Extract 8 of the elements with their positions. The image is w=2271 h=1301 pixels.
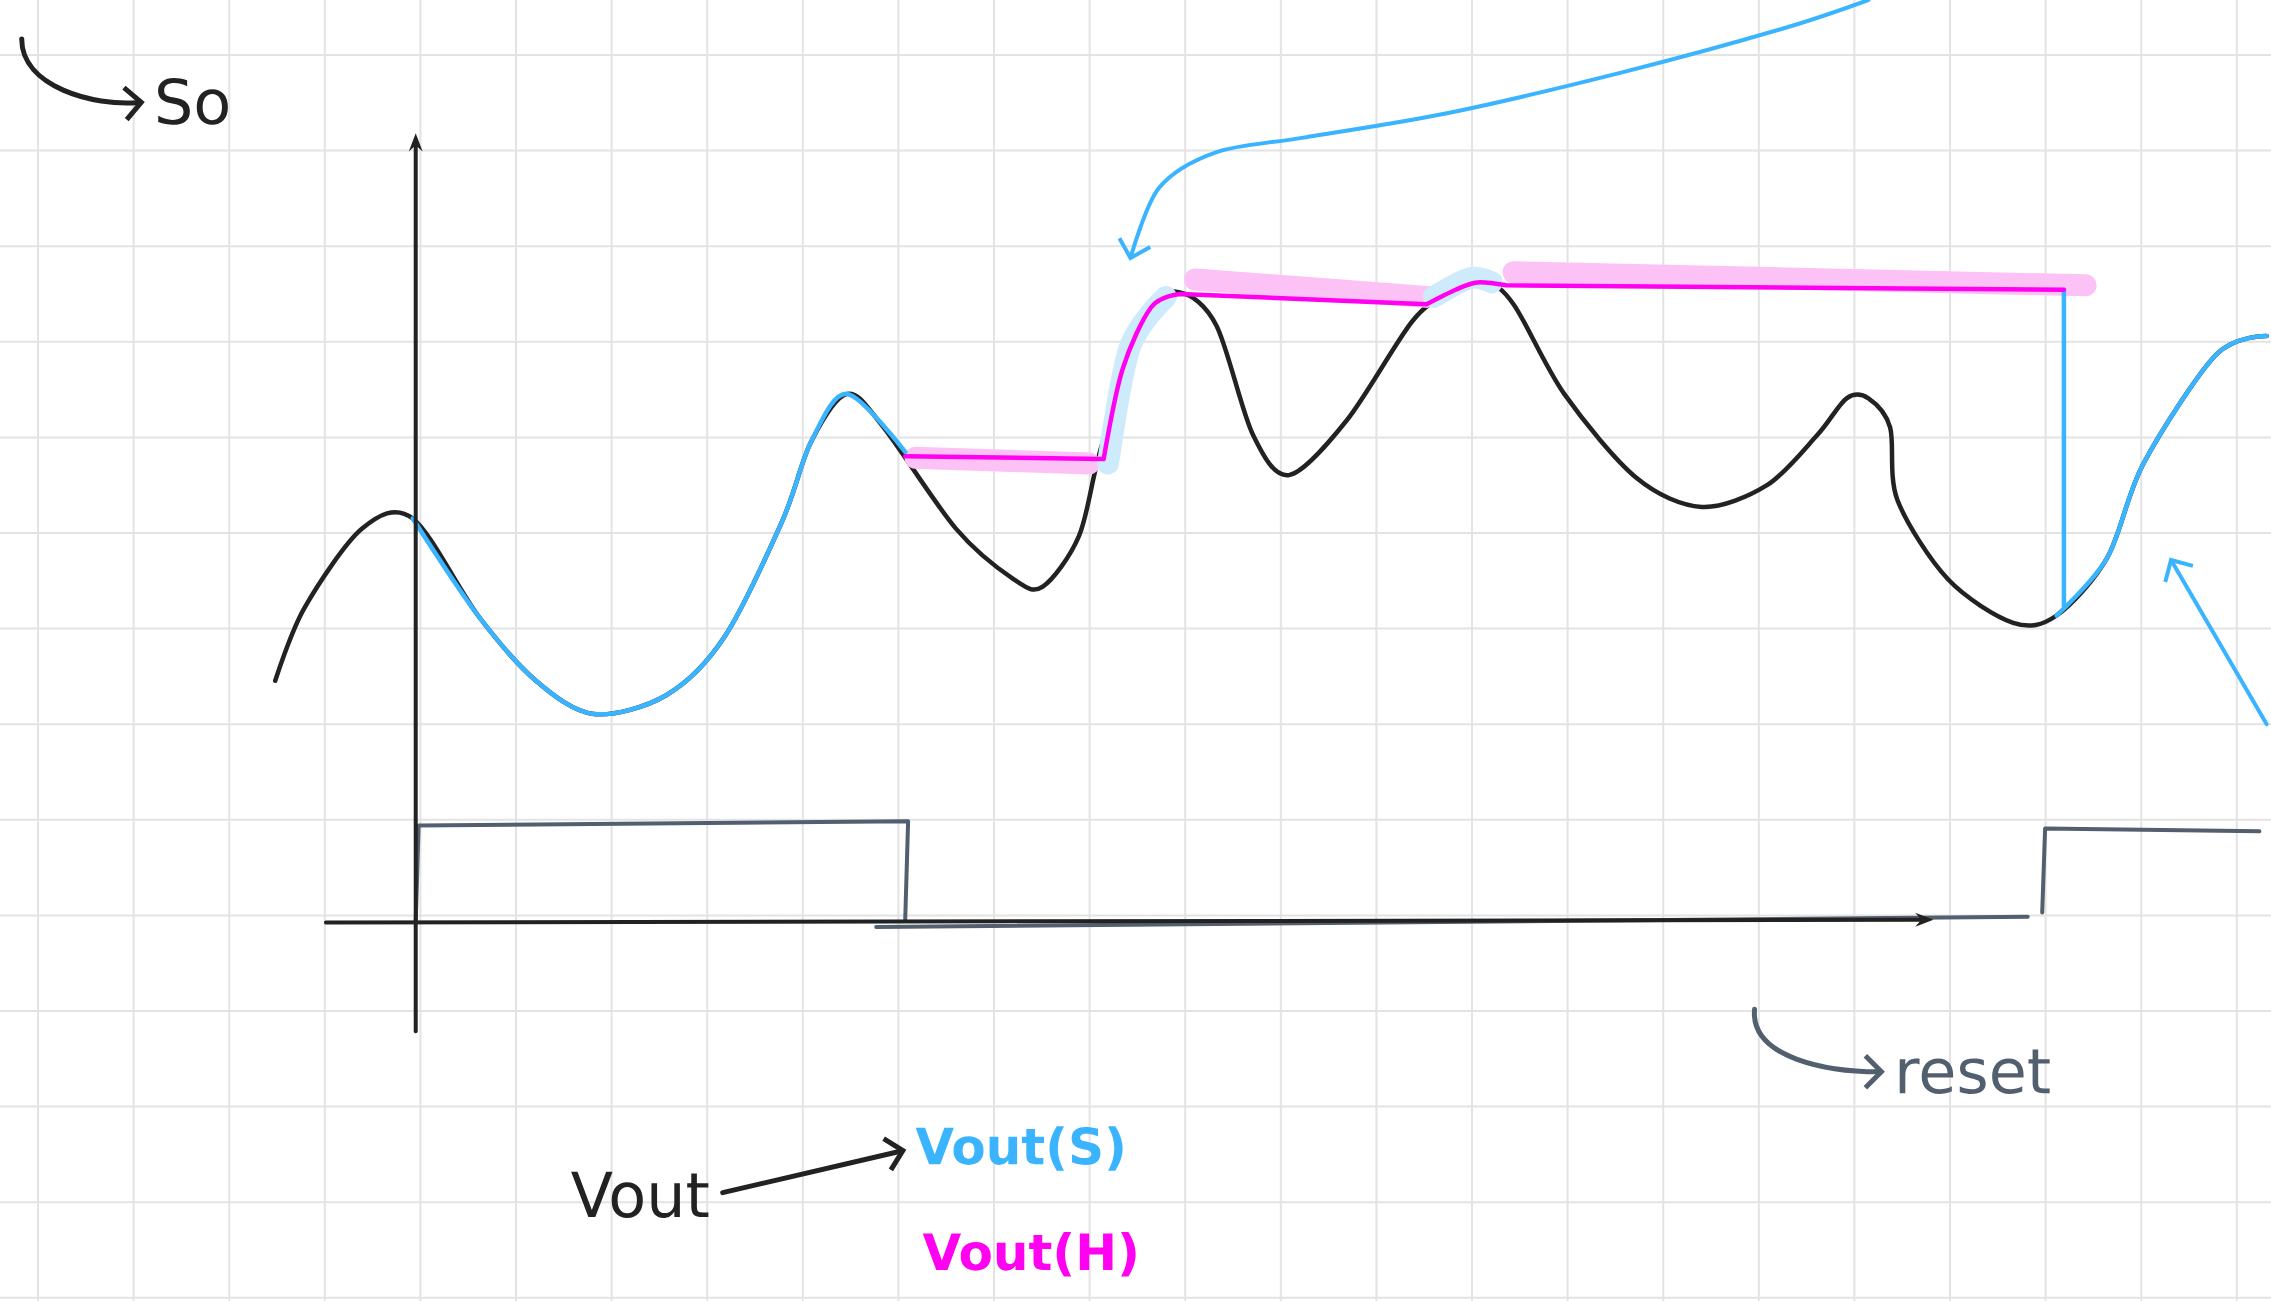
handwritten-label: Vout <box>571 1171 709 1218</box>
handwritten-label: reset <box>1899 1049 2050 1094</box>
arrow <box>720 1136 907 1196</box>
handwritten-label: Vout(H) <box>922 1232 1136 1277</box>
arrow <box>19 36 145 122</box>
arrow <box>1752 1006 1885 1090</box>
handwritten-label: So <box>158 77 228 125</box>
handwritten-label: Vout(S) <box>915 1126 1123 1171</box>
